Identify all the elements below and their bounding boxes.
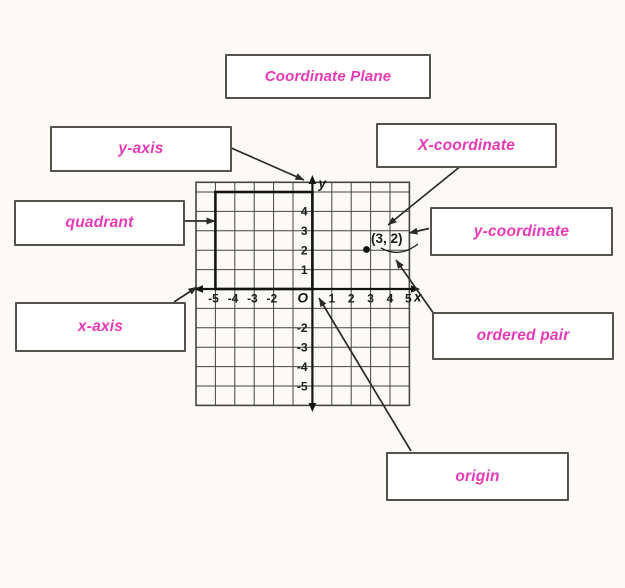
x-axis-left-arrowhead xyxy=(194,285,203,293)
y-tick-neg2: -2 xyxy=(297,321,308,335)
origin-label-text: origin xyxy=(455,467,500,485)
title-text: Coordinate Plane xyxy=(264,68,392,85)
origin-connector-arrow xyxy=(318,297,412,452)
quadrant-highlight-rect xyxy=(214,190,314,291)
y-axis-letter: y xyxy=(318,176,328,191)
x-coordinate-connector-arrow xyxy=(387,164,463,226)
title-box: Coordinate Plane xyxy=(225,54,431,99)
x-axis-connector-arrow xyxy=(173,286,198,303)
origin-label-box: origin xyxy=(386,452,569,501)
x-tick-3: 3 xyxy=(367,292,374,306)
x-tick-neg4: -4 xyxy=(228,292,239,306)
axis-tick-labels: 4 3 2 1 -2 -3 -4 -5 -5 -4 -3 -2 1 2 3 4 … xyxy=(208,176,422,393)
y-coordinate-label-text: y-coordinate xyxy=(473,222,570,240)
grid-lines xyxy=(195,181,411,407)
x-tick-5: 5 xyxy=(405,292,412,306)
y-tick-3: 3 xyxy=(301,224,308,238)
y-tick-neg4: -4 xyxy=(297,360,308,374)
x-tick-2: 2 xyxy=(348,292,355,306)
x-tick-neg5: -5 xyxy=(208,292,219,306)
ordered-pair-label-box: ordered pair xyxy=(432,312,614,360)
y-tick-1: 1 xyxy=(301,263,308,277)
x-coordinate-label-text: X-coordinate xyxy=(417,136,516,154)
ordered-pair-connector-arrow xyxy=(395,259,435,315)
y-tick-neg3: -3 xyxy=(297,341,308,355)
y-axis-up-arrowhead xyxy=(308,175,317,184)
x-axis-label-box: x-axis xyxy=(15,302,186,352)
y-coordinate-connector-arrow xyxy=(408,227,430,235)
y-axis-label-text: y-axis xyxy=(118,140,164,157)
quadrant-label-text: quadrant xyxy=(65,214,134,231)
quadrant-label-box: quadrant xyxy=(14,200,185,246)
x-axis-label-text: x-axis xyxy=(77,318,124,335)
y-axis-down-arrowhead xyxy=(308,403,317,412)
plotted-point xyxy=(363,246,370,253)
origin-symbol: O xyxy=(297,291,308,306)
x-tick-neg2: -2 xyxy=(266,292,277,306)
x-tick-4: 4 xyxy=(387,292,394,306)
y-tick-4: 4 xyxy=(301,205,308,219)
y-axis-label-box: y-axis xyxy=(50,126,232,172)
x-tick-neg3: -3 xyxy=(247,292,258,306)
connector-arrows xyxy=(173,146,463,452)
x-axis-letter: x xyxy=(413,290,422,305)
y-axis-connector-arrow xyxy=(228,146,305,181)
x-coordinate-label-box: X-coordinate xyxy=(376,123,557,168)
point-label: (3, 2) xyxy=(371,231,403,246)
x-tick-1: 1 xyxy=(328,292,335,306)
y-tick-2: 2 xyxy=(301,243,308,257)
y-tick-neg5: -5 xyxy=(297,379,308,393)
ordered-pair-label-text: ordered pair xyxy=(476,327,570,344)
y-coordinate-label-box: y-coordinate xyxy=(430,207,613,256)
ordered-pair-underbrace xyxy=(380,243,419,254)
axes xyxy=(194,175,420,412)
